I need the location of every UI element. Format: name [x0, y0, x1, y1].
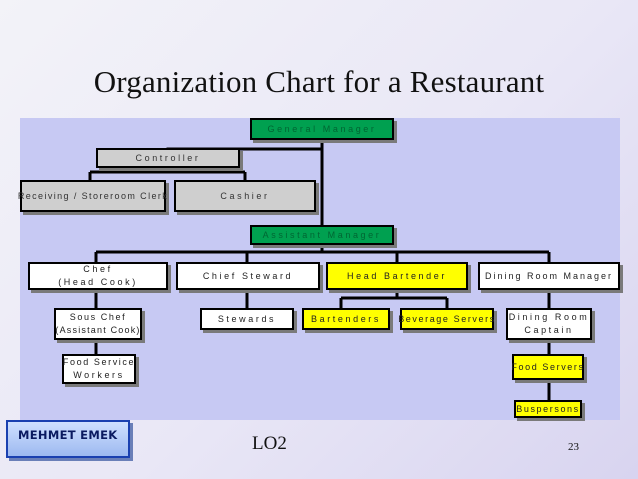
org-node-stewards: Stewards	[200, 308, 294, 330]
org-node-head-bartender: Head Bartender	[326, 262, 468, 290]
org-node-label-line-2: (Head Cook)	[58, 277, 138, 287]
slide-title: Organization Chart for a Restaurant	[93, 64, 545, 99]
org-node-label: General Manager	[267, 123, 377, 134]
org-node-label: Dining Room Manager	[484, 270, 614, 281]
org-node-label-line-1: Sous Chef	[69, 312, 127, 322]
org-node-label: Food Servers	[511, 361, 585, 372]
org-node-label: Chief Steward	[202, 270, 294, 281]
org-node-beverage-servers: Beverage Servers	[398, 308, 496, 330]
org-node-label-line-2: (Assistant Cook)	[55, 325, 141, 335]
org-node-cashier: Cashier	[174, 180, 316, 212]
org-node-label-line-1: Chef	[83, 264, 113, 274]
org-node-label-line-2: Captain	[524, 325, 574, 335]
org-node-assistant-manager: Assistant Manager	[250, 225, 394, 245]
org-node-label: Receiving / Storeroom Clerk	[17, 190, 169, 201]
org-node-label: Buspersons	[516, 403, 580, 414]
learning-objective-label: LO2	[252, 433, 287, 454]
org-node-label-line-2: Workers	[73, 370, 125, 380]
org-node-dining-room-manager: Dining Room Manager	[478, 262, 620, 290]
org-node-label-line-1: Food Service	[62, 357, 136, 367]
org-node-label: Controller	[135, 152, 201, 163]
org-node-label-line-1: Dining Room	[508, 312, 590, 322]
org-node-buspersons: Buspersons	[514, 400, 582, 418]
org-node-label: Beverage Servers	[398, 313, 496, 324]
org-node-label: Stewards	[217, 313, 277, 324]
org-node-dining-room-captain: Dining Room Captain	[506, 308, 592, 340]
org-node-food-service-workers: Food Service Workers	[62, 354, 136, 384]
org-node-sous-chef: Sous Chef (Assistant Cook)	[54, 308, 142, 340]
org-node-bartenders: Bartenders	[302, 308, 390, 330]
org-node-label: Cashier	[220, 190, 270, 201]
org-node-label: Assistant Manager	[262, 229, 382, 240]
org-node-food-servers: Food Servers	[511, 354, 585, 380]
author-name: MEHMET EMEK	[18, 428, 118, 442]
org-node-controller: Controller	[96, 148, 240, 168]
org-node-chef: Chef (Head Cook)	[28, 262, 168, 290]
org-node-label: Bartenders	[310, 313, 382, 324]
org-node-chief-steward: Chief Steward	[176, 262, 320, 290]
author-badge: MEHMET EMEK	[6, 420, 130, 458]
page-number: 23	[568, 441, 579, 453]
org-node-general-manager: General Manager	[250, 118, 394, 140]
org-node-label: Head Bartender	[347, 270, 447, 281]
org-node-receiving-storeroom-clerk: Receiving / Storeroom Clerk	[17, 180, 169, 212]
